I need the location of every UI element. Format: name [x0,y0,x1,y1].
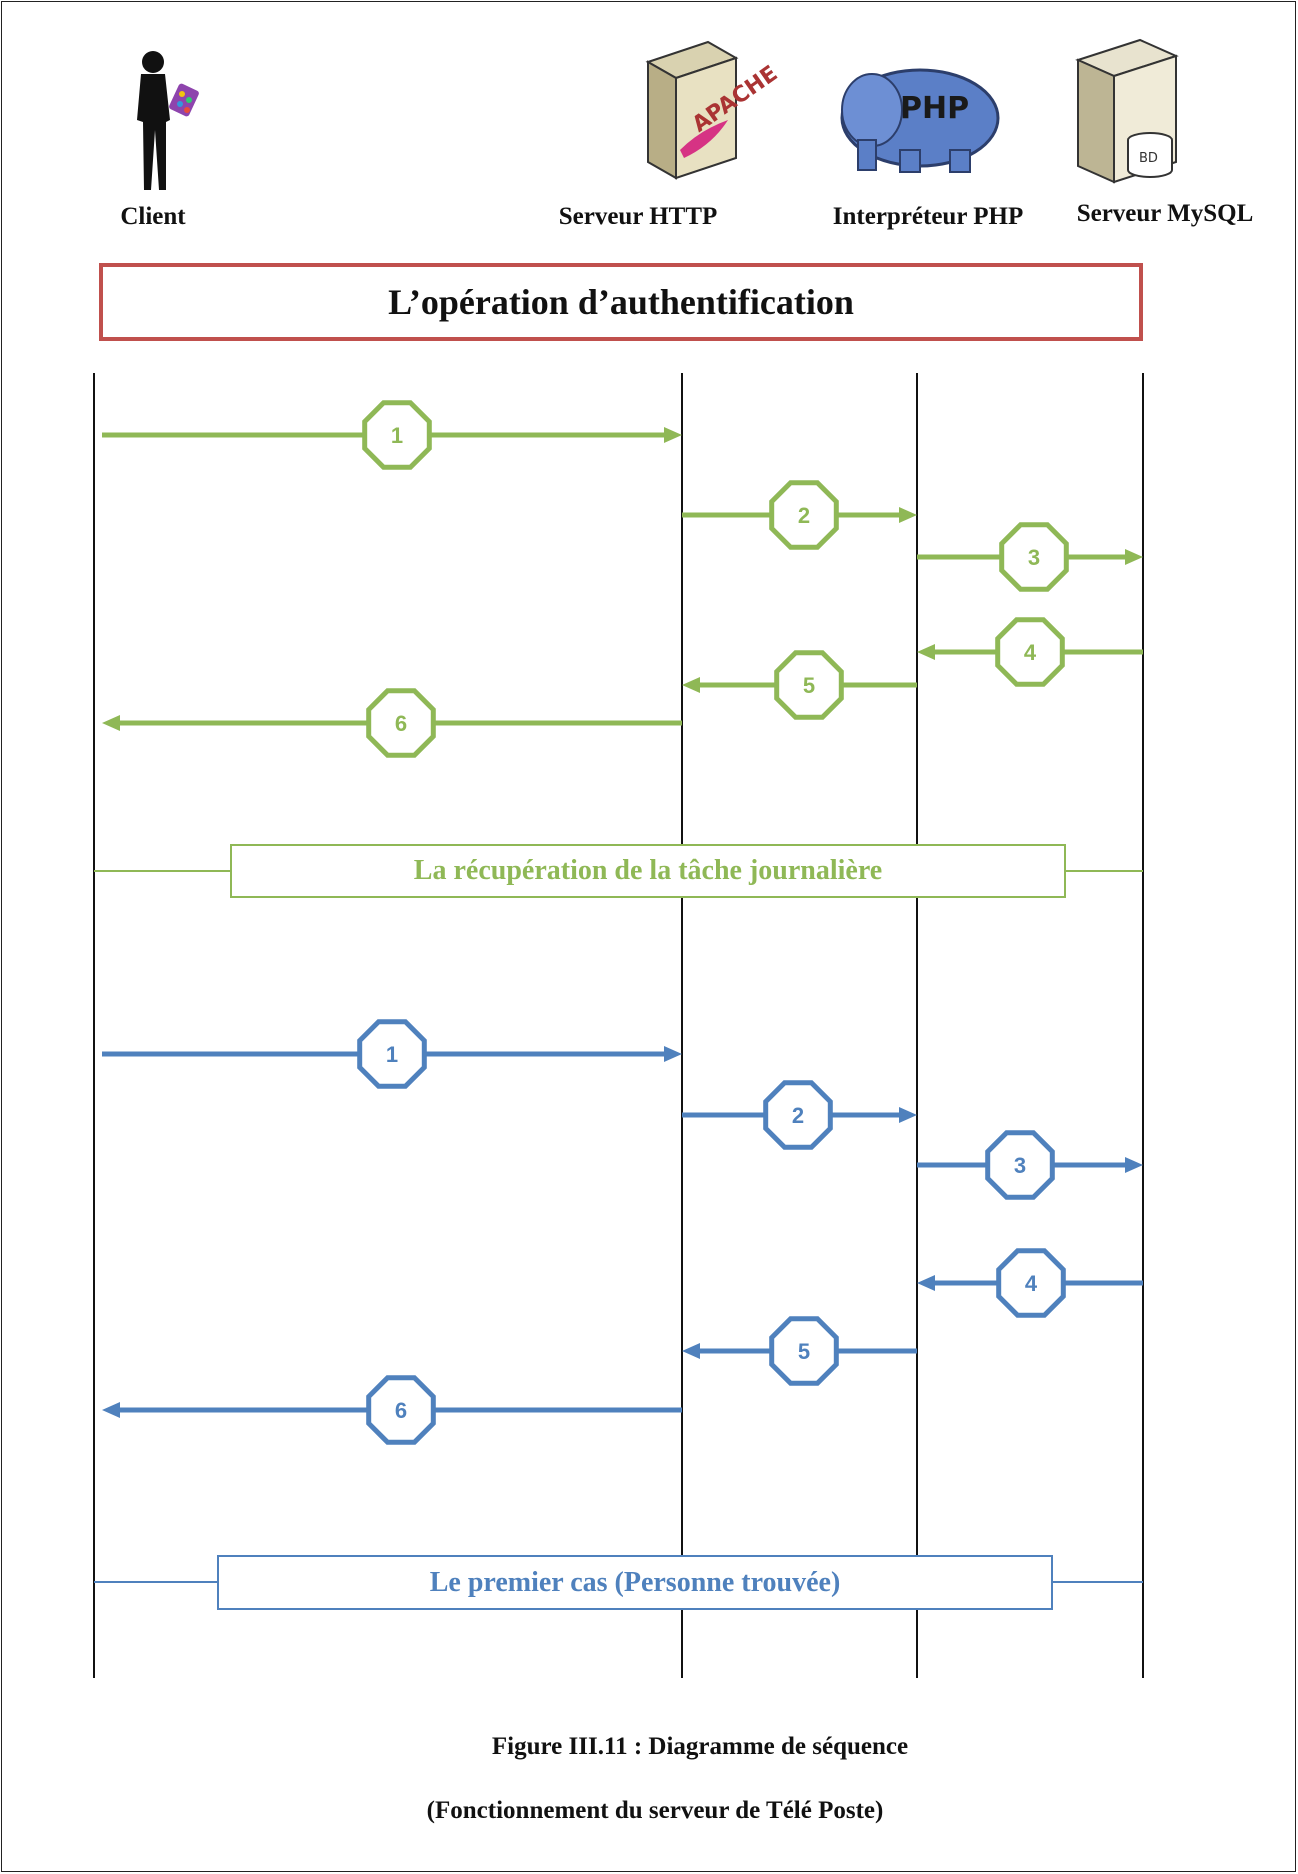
step-badge [769,1316,839,1386]
arrowhead [917,1275,935,1291]
section-label-1: La récupération de la tâche journalière [413,855,883,886]
section-label-box-2: Le premier cas (Personne trouvée) [217,1555,1053,1610]
message-1-5: 5 [682,650,917,720]
diagram-title-box: L’opération d’authentification [99,263,1143,341]
step-number: 2 [792,1103,804,1128]
step-number: 6 [395,1398,407,1423]
section-label-2: Le premier cas (Personne trouvée) [429,1566,841,1598]
step-number: 4 [1024,640,1037,665]
step-badge [357,1019,427,1089]
arrowhead [102,715,120,731]
arrowhead [682,1343,700,1359]
arrowhead [1125,1157,1143,1173]
message-1-6: 6 [102,688,682,758]
arrowhead [1125,549,1143,565]
message-1-2: 2 [682,480,917,550]
php-elephant-icon: PHP [840,68,1000,173]
message-2-4: 4 [917,1248,1143,1318]
step-badge [763,1080,833,1150]
message-2-1: 1 [102,1019,682,1089]
step-badge [999,522,1069,592]
figure-subcaption: (Fonctionnement du serveur de Télé Poste… [426,1797,884,1824]
step-badge [995,617,1065,687]
actor-label-php-interpreter: Interpréteur PHP [832,203,1024,230]
person-icon [137,51,199,190]
section-label-box-1: La récupération de la tâche journalière [230,844,1066,898]
step-number: 6 [395,711,407,736]
arrowhead [899,507,917,523]
step-number: 5 [798,1339,810,1364]
step-number: 1 [391,423,403,448]
arrowhead [682,677,700,693]
step-badge [996,1248,1066,1318]
message-2-6: 6 [102,1375,682,1445]
svg-text:BD: BD [1139,151,1158,166]
message-2-3: 3 [917,1130,1143,1200]
arrowhead [917,644,935,660]
actor-label-mysql-server: Serveur MySQL [1076,200,1254,227]
step-badge [774,650,844,720]
step-number: 4 [1025,1271,1038,1296]
apache-server-icon: APACHE [645,40,782,180]
arrowhead [899,1107,917,1123]
step-number: 2 [798,503,810,528]
step-badge [985,1130,1055,1200]
step-badge [366,1375,436,1445]
actor-label-client: Client [120,203,186,230]
message-2-2: 2 [682,1080,917,1150]
step-number: 3 [1028,545,1040,570]
figure-caption: Figure III.11 : Diagramme de séquence [491,1733,909,1760]
step-badge [769,480,839,550]
message-1-1: 1 [102,400,682,470]
message-1-4: 4 [917,617,1143,687]
svg-text:PHP: PHP [900,91,969,126]
arrowhead [102,1402,120,1418]
step-badge [362,400,432,470]
arrowhead [664,427,682,443]
step-number: 5 [803,673,815,698]
message-2-5: 5 [682,1316,917,1386]
step-number: 3 [1014,1153,1026,1178]
step-badge [366,688,436,758]
arrowhead [664,1046,682,1062]
step-number: 1 [386,1042,398,1067]
database-server-icon: BD [1075,38,1179,184]
message-1-3: 3 [917,522,1143,592]
actor-label-http-server: Serveur HTTP [558,203,718,230]
diagram-title: L’opération d’authentification [388,282,854,322]
